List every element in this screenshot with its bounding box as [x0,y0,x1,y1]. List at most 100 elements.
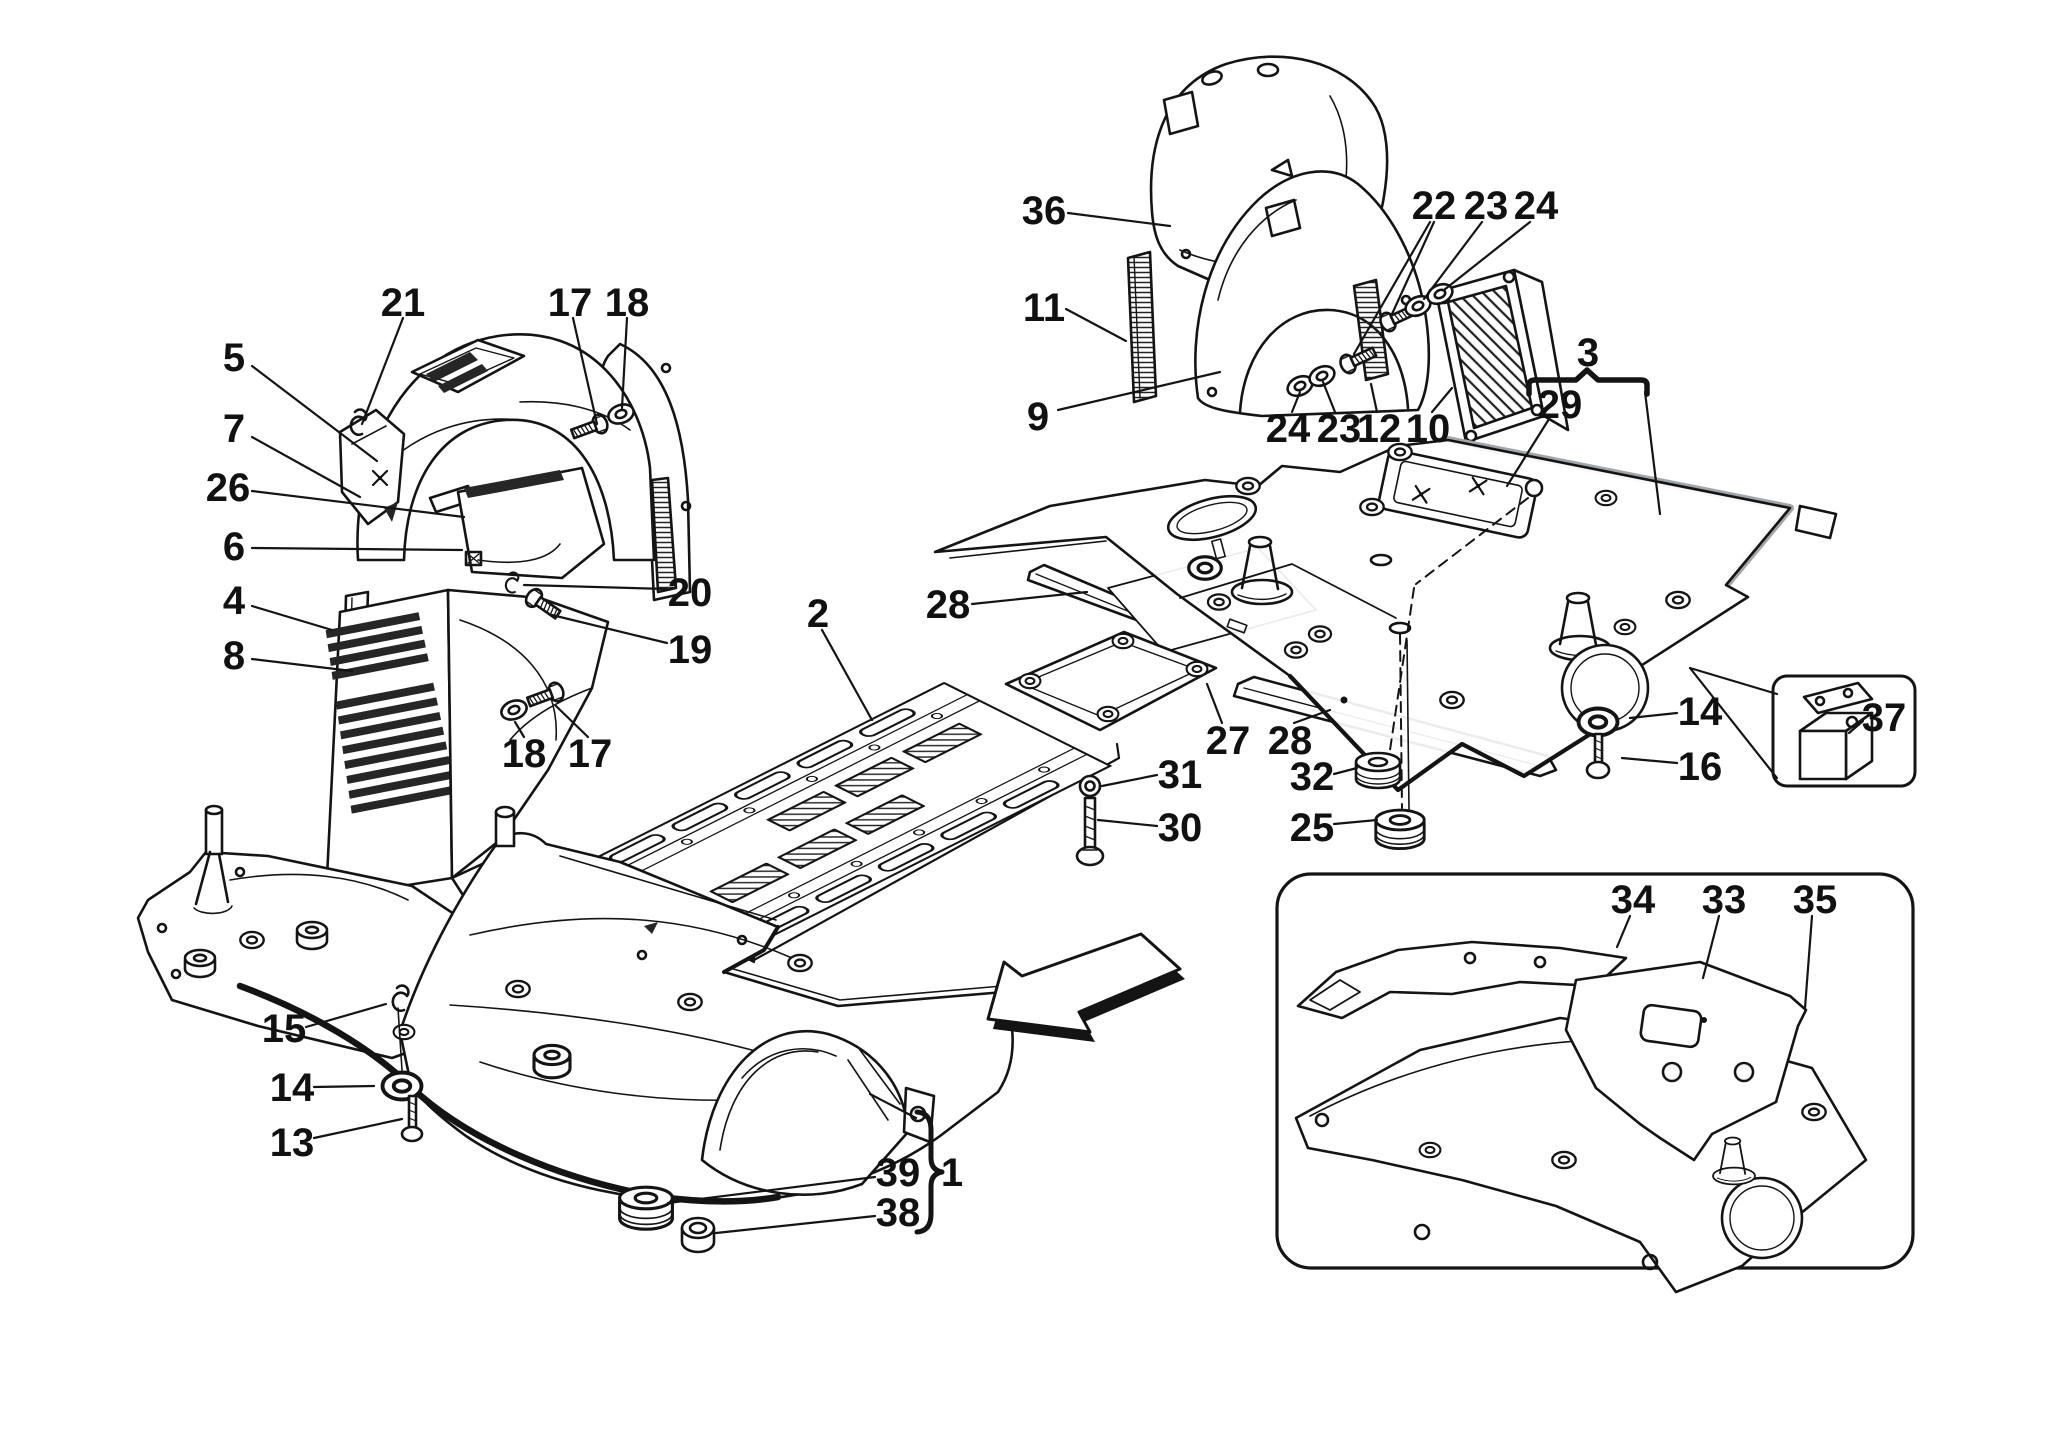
callout-label-17-12: 17 [568,732,613,776]
leader-line-9 [1056,370,1222,412]
callout-label-37-35: 37 [1862,696,1907,740]
rear-wheelhouse-assembly [1126,55,1570,444]
floor-pan-outline [933,438,1792,792]
callout-label-1-44: 1 [941,1151,963,1195]
callout-label-16-34: 16 [1678,745,1723,789]
forward-pan-funnel [193,804,233,915]
callout-label-30-30: 30 [1158,806,1203,850]
leader-line-39 [666,1175,877,1205]
access-panel-29 [1377,449,1539,539]
leader-line-8 [250,657,354,673]
callout-label-6-6: 6 [223,525,245,569]
leader-line-5 [250,364,379,463]
seal-strip-11 [1126,250,1158,404]
bolt-30 [1075,796,1105,867]
callout-label-19-10: 19 [668,628,713,672]
duct-shroud-4 [446,588,610,880]
leader-line-28 [1292,708,1332,725]
wheelhouse-cover-6 [456,466,606,580]
callout-label-31-29: 31 [1158,753,1203,797]
callout-label-24-21: 24 [1266,407,1311,451]
leader-line-37 [1847,719,1865,735]
callout-label-2-13: 2 [807,592,829,636]
grommet-39 [618,1185,674,1231]
main-floor-pan-3 [933,436,1917,851]
callout-label-23-19: 23 [1464,184,1509,228]
callout-label-4-7: 4 [223,579,246,623]
leader-line-24 [1290,390,1302,414]
seal-strip-12 [1352,278,1390,382]
inset-plate-33 [1564,960,1808,1162]
leader-line-30 [1096,818,1159,828]
callout-label-28-14: 28 [926,583,971,627]
front-wheelhouse-assembly [338,333,692,602]
grommet-32 [1354,751,1402,790]
leader-line-7 [250,435,362,499]
leader-line-33 [1701,914,1721,980]
callout-label-29-26: 29 [1538,383,1583,427]
callout-label-8-8: 8 [223,634,245,678]
leader-line-31 [1100,773,1159,788]
callout-label-7-4: 7 [223,407,245,451]
callout-label-11-16: 11 [1023,286,1065,330]
variant-inset-box [1275,872,1915,1294]
leader-line-20 [522,583,669,591]
callout-label-18-11: 18 [502,732,547,776]
callout-label-24-20: 24 [1514,184,1559,228]
leader-line-38 [714,1214,877,1235]
leader-line-24 [1442,220,1532,292]
callout-label-23-22: 23 [1317,407,1362,451]
grommet-25 [1374,808,1426,851]
leader-line-11 [1064,307,1128,343]
leader-line-22 [1390,220,1436,316]
ribbed-floor-plate-2 [584,682,1121,964]
callout-label-21-0: 21 [381,281,426,325]
leader-line-17 [554,704,590,739]
callout-label-27-27: 27 [1206,719,1251,763]
leader-line-2 [820,628,874,722]
callout-label-17-1: 17 [548,281,593,325]
leader-line-35 [1803,914,1814,1010]
callout-label-18-2: 18 [605,281,650,325]
leader-line-22 [1352,220,1432,356]
leader-line-29 [1505,417,1551,488]
leader-line-12 [1369,382,1379,414]
leader-line-14 [312,1084,376,1089]
leader-line-21 [360,316,405,426]
leader-line-26 [250,489,466,519]
leader-line-1 [868,1092,918,1120]
leader-line-23 [1321,380,1337,414]
callout-label-38-43: 38 [876,1191,921,1235]
leader-line-19 [550,613,669,645]
callout-label-32-31: 32 [1290,755,1335,799]
leader-line-28 [970,590,1089,606]
callout-label-3-25: 3 [1577,331,1599,375]
callout-label-9-17: 9 [1027,395,1049,439]
callout-label-33-37: 33 [1702,878,1747,922]
callout-label-12-23: 12 [1357,407,1402,451]
pan-oval-opening [1166,494,1258,542]
callout-label-35-38: 35 [1793,878,1838,922]
pan-corner-tab [1794,504,1838,540]
screw-13 [400,1094,424,1143]
callout-label-28-28: 28 [1268,719,1313,763]
callout-label-14-33: 14 [1678,690,1723,734]
callout-label-14-40: 14 [270,1066,315,1110]
group-bracket-3 [1526,367,1650,397]
callout-label-10-24: 10 [1406,407,1451,451]
front-floor-pans [136,804,1014,1254]
direction-arrow-icon [986,932,1185,1042]
leader-line-17 [571,316,599,426]
callout-label-36-15: 36 [1022,189,1067,233]
relay-detail-inset [1771,674,1917,788]
leader-line-36 [1066,211,1172,228]
washer-14b [1576,706,1620,738]
leader-line-25 [1332,818,1379,826]
callout-label-5-3: 5 [223,336,245,380]
liner-seal-strip [650,476,678,594]
leader-line-4 [250,604,334,632]
leader-line-10 [1430,386,1454,414]
callout-label-22-18: 22 [1412,184,1457,228]
